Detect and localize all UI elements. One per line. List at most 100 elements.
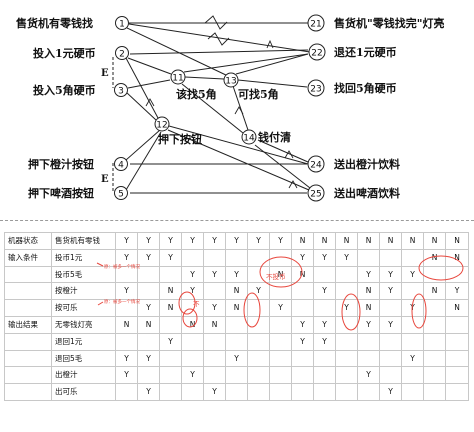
table-cell: Y bbox=[115, 248, 138, 267]
table-cell: N bbox=[291, 232, 314, 250]
table-cell: N bbox=[423, 282, 446, 301]
table-cell: Y bbox=[313, 315, 336, 334]
table-cell bbox=[269, 248, 292, 267]
table-cell: Y bbox=[335, 248, 358, 267]
table-cell bbox=[313, 366, 336, 385]
edge-3-12 bbox=[125, 91, 157, 121]
table-cell bbox=[291, 299, 314, 317]
node-label: 售货机"零钱找完"灯亮 bbox=[333, 16, 444, 30]
table-cell: N bbox=[313, 232, 336, 250]
node-label: 该找5角 bbox=[176, 87, 217, 101]
edge-13-14 bbox=[232, 85, 249, 131]
table-cell bbox=[379, 349, 402, 368]
table-cell: Y bbox=[115, 282, 138, 301]
edge-2-22 bbox=[129, 49, 309, 55]
table-cell bbox=[401, 248, 424, 267]
table-cell: N bbox=[203, 315, 226, 334]
table-cell bbox=[225, 383, 248, 401]
node-number: 2 bbox=[119, 50, 125, 60]
table-cell bbox=[423, 265, 446, 284]
table-cell bbox=[335, 282, 358, 301]
row-label: 按橙汁 bbox=[51, 282, 116, 301]
left-node-3: 3 投入5角硬币 bbox=[33, 83, 128, 97]
table-cell bbox=[203, 282, 226, 301]
table-cell: N bbox=[445, 232, 469, 250]
left-node-2: 2 投入1元硬币 bbox=[33, 46, 129, 60]
table-cell bbox=[379, 332, 402, 351]
middle-node-13: 13 可找5角 bbox=[223, 72, 279, 101]
table-cell: Y bbox=[247, 232, 270, 250]
edge-11-13 bbox=[184, 76, 225, 80]
node-label: 退还1元硬币 bbox=[334, 45, 397, 59]
edge-4-12 bbox=[125, 129, 161, 161]
table-cell bbox=[159, 383, 182, 401]
table-cell bbox=[181, 383, 204, 401]
table-cell bbox=[313, 383, 336, 401]
table-cell bbox=[445, 383, 469, 401]
constraint-e-bottom: E bbox=[101, 174, 109, 185]
middle-node-14: 14 钱付清 bbox=[241, 129, 291, 145]
table-cell bbox=[247, 315, 270, 334]
edge-11-14 bbox=[181, 83, 244, 134]
table-cell: Y bbox=[115, 349, 138, 368]
table-cell bbox=[137, 265, 160, 284]
right-node-24: 24 送出橙汁饮料 bbox=[307, 155, 400, 173]
table-cell: N bbox=[357, 282, 380, 301]
table-cell bbox=[247, 299, 270, 317]
table-cell bbox=[159, 349, 182, 368]
table-cell: Y bbox=[379, 265, 402, 284]
table-cell bbox=[379, 248, 402, 267]
table-cell: Y bbox=[137, 232, 160, 250]
table-cell bbox=[445, 265, 469, 284]
row-group-label bbox=[4, 383, 52, 401]
table-cell: N bbox=[357, 299, 380, 317]
node-number: 4 bbox=[118, 161, 124, 171]
node-number: 25 bbox=[310, 190, 321, 200]
table-cell: Y bbox=[313, 248, 336, 267]
table-cell: Y bbox=[379, 282, 402, 301]
table-cell: Y bbox=[137, 248, 160, 267]
middle-node-12: 12 押下按钮 bbox=[154, 116, 202, 146]
node-label: 投入5角硬币 bbox=[33, 83, 96, 97]
table-cell: Y bbox=[401, 299, 424, 317]
row-group-label: 机器状态 bbox=[4, 232, 52, 250]
table-cell bbox=[203, 366, 226, 385]
row-group-label: 输入条件 bbox=[4, 248, 52, 267]
table-cell bbox=[115, 265, 138, 284]
table-cell: Y bbox=[357, 315, 380, 334]
node-number: 3 bbox=[118, 87, 124, 97]
table-cell bbox=[401, 332, 424, 351]
table-cell bbox=[203, 332, 226, 351]
node-label: 售货机有零钱找 bbox=[15, 16, 93, 30]
table-cell bbox=[137, 366, 160, 385]
table-cell bbox=[357, 383, 380, 401]
right-node-25: 25 送出啤酒饮料 bbox=[307, 184, 400, 202]
table-cell bbox=[115, 332, 138, 351]
table-cell bbox=[269, 366, 292, 385]
table-cell: Y bbox=[313, 332, 336, 351]
table-cell: Y bbox=[225, 265, 248, 284]
table-cell bbox=[291, 349, 314, 368]
row-group-label bbox=[4, 282, 52, 301]
row-label: 出橙汁 bbox=[51, 366, 116, 385]
table-cell bbox=[115, 299, 138, 317]
table-cell bbox=[313, 349, 336, 368]
table-cell bbox=[181, 299, 204, 317]
table-cell: N bbox=[225, 282, 248, 301]
table-cell: Y bbox=[225, 349, 248, 368]
table-cell: Y bbox=[159, 332, 182, 351]
table-cell: Y bbox=[445, 282, 469, 301]
table-cell bbox=[247, 265, 270, 284]
node-label: 押下按钮 bbox=[158, 132, 202, 146]
edge-14-24 bbox=[257, 139, 309, 163]
table-cell bbox=[335, 315, 358, 334]
table-cell bbox=[247, 383, 270, 401]
table-cell: Y bbox=[181, 232, 204, 250]
row-label: 售货机有零钱 bbox=[51, 232, 116, 250]
node-label: 投入1元硬币 bbox=[33, 46, 96, 60]
